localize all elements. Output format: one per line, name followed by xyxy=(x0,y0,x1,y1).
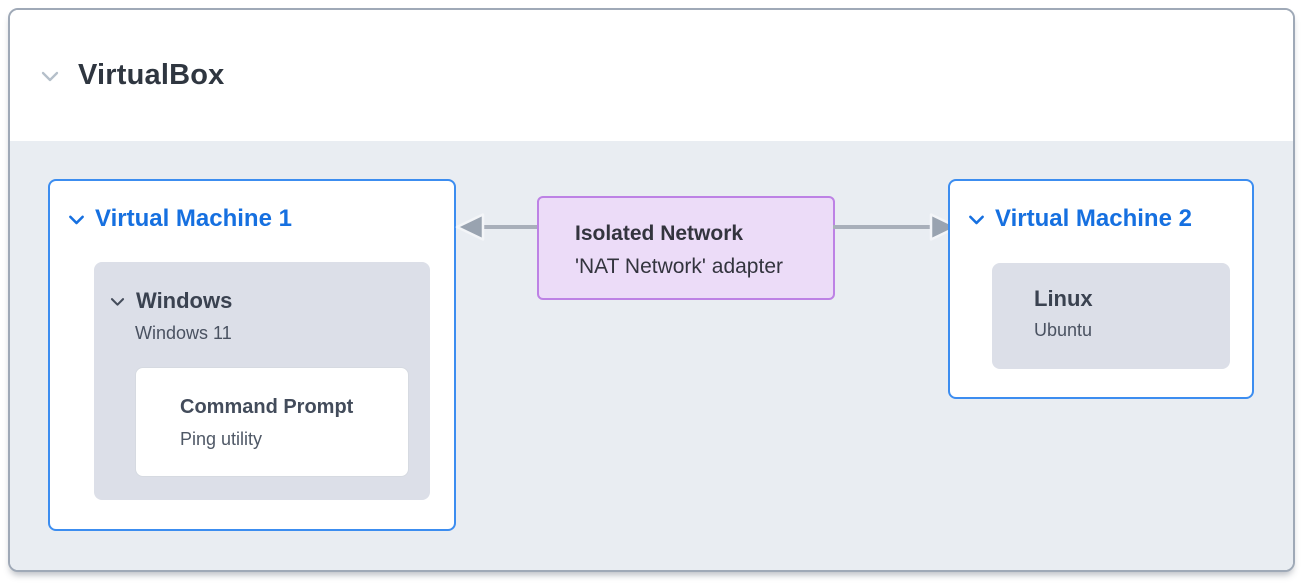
vm1-header: Virtual Machine 1 xyxy=(66,205,292,233)
vm1-app-node: Command Prompt Ping utility xyxy=(135,367,409,477)
vm1-app-subtitle: Ping utility xyxy=(180,429,263,449)
vm1-app-title: Command Prompt xyxy=(180,396,354,418)
diagram-title: VirtualBox xyxy=(78,59,225,91)
vm2-title: Virtual Machine 2 xyxy=(995,205,1192,232)
chevron-down-icon[interactable] xyxy=(108,292,127,311)
network-subtitle: 'NAT Network' adapter xyxy=(575,255,783,278)
vm2-os-title: Linux xyxy=(1034,286,1093,311)
network-title: Isolated Network xyxy=(575,222,744,245)
vm1-os-subtitle: Windows 11 xyxy=(135,323,232,343)
network-node: Isolated Network 'NAT Network' adapter xyxy=(537,196,835,300)
vm2-header: Virtual Machine 2 xyxy=(966,205,1192,233)
vm1-os-node: Windows Windows 11 Command Prompt Ping u… xyxy=(94,262,430,500)
vm2-node: Virtual Machine 2 Linux Ubuntu xyxy=(948,179,1254,399)
chevron-down-icon[interactable] xyxy=(966,209,987,230)
chevron-down-icon[interactable] xyxy=(38,64,62,88)
right-arrow-icon xyxy=(833,213,959,241)
diagram-body: Virtual Machine 1 Windows Windows 11 Com… xyxy=(10,141,1293,570)
virtualbox-group: VirtualBox Virtual Machine 1 Windows xyxy=(8,8,1295,572)
virtualbox-group-header: VirtualBox xyxy=(10,10,1293,141)
vm1-node: Virtual Machine 1 Windows Windows 11 Com… xyxy=(48,179,456,531)
left-arrow-icon xyxy=(455,213,549,241)
vm1-os-title: Windows xyxy=(136,288,233,313)
vm2-os-node: Linux Ubuntu xyxy=(992,263,1230,369)
vm1-os-header: Windows xyxy=(108,288,232,314)
vm2-os-subtitle: Ubuntu xyxy=(1034,320,1093,340)
chevron-down-icon[interactable] xyxy=(66,209,87,230)
vm1-title: Virtual Machine 1 xyxy=(95,205,292,232)
